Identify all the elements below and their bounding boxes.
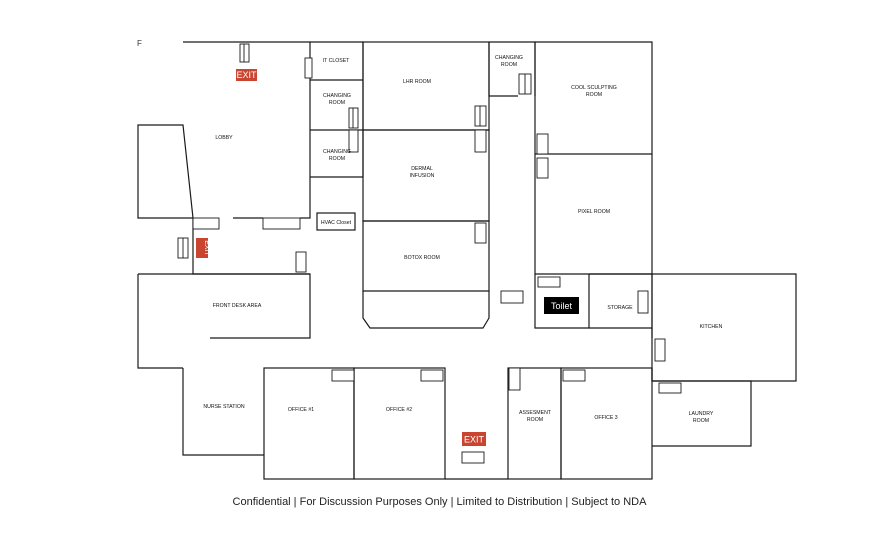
office2-walls [353,367,446,480]
label-botox: BOTOX ROOM [404,255,440,261]
label-pixel: PIXEL ROOM [578,209,610,215]
label-hvac: HVAC Closet [321,220,352,226]
label-assessment-1: ASSESMENT [519,410,552,416]
label-changing-c-2: ROOM [501,62,517,68]
office1-walls [263,367,355,480]
label-nurse: NURSE STATION [203,404,245,410]
label-changing-a-2: ROOM [329,100,345,106]
hvac-walls [316,212,356,231]
svg-text:EXIT: EXIT [236,70,257,80]
label-lobby: LOBBY [215,135,233,141]
exit-sign-bottom: EXIT [462,432,486,446]
label-laundry-1: LAUNDRY [689,411,714,417]
cool-sculpting-walls [535,41,653,155]
label-changing-b-2: ROOM [329,156,345,162]
label-changing-b-1: CHANGING [323,149,351,155]
label-office2: OFFICE #2 [386,407,412,413]
label-dermal-1: DERMAL [411,166,433,172]
office3-walls [560,367,653,480]
label-changing-a-1: CHANGING [323,93,351,99]
svg-text:EXIT: EXIT [464,435,485,445]
exit-sign-left: EXIT [196,238,210,258]
kitchen-walls [651,273,797,382]
exit-sign-top: EXIT [236,69,257,81]
toilet-walls [534,274,590,329]
svg-text:Toilet: Toilet [551,301,573,311]
corner-mark: F [137,39,142,48]
svg-text:EXIT: EXIT [203,240,210,256]
label-office1: OFFICE #1 [288,407,314,413]
front-desk-walls [138,273,311,339]
label-kitchen: KITCHEN [700,324,723,330]
label-office3: OFFICE 3 [594,415,617,421]
label-cool-2: ROOM [586,92,602,98]
walls [137,41,797,480]
label-storage: STORAGE [607,305,633,311]
room-labels: IT CLOSET CHANGING ROOM CHANGING ROOM CH… [203,55,722,424]
lobby-walls [137,41,311,219]
label-lhr: LHR ROOM [403,79,431,85]
botox-bay [362,291,490,329]
label-assessment-2: ROOM [527,417,543,423]
label-front-desk: FRONT DESK AREA [213,303,262,309]
label-changing-c-1: CHANGING [495,55,523,61]
label-it-closet: IT CLOSET [323,58,351,64]
toilet-badge: Toilet [544,297,579,314]
lhr-room-walls [362,41,490,131]
laundry-walls [652,380,752,447]
label-cool-1: COOL SCULPTING [571,85,617,91]
nurse-walls [182,368,264,456]
label-laundry-2: ROOM [693,418,709,424]
confidential-footer: Confidential | For Discussion Purposes O… [232,496,647,508]
label-dermal-2: INFUSION [410,173,435,179]
doors [177,43,682,464]
